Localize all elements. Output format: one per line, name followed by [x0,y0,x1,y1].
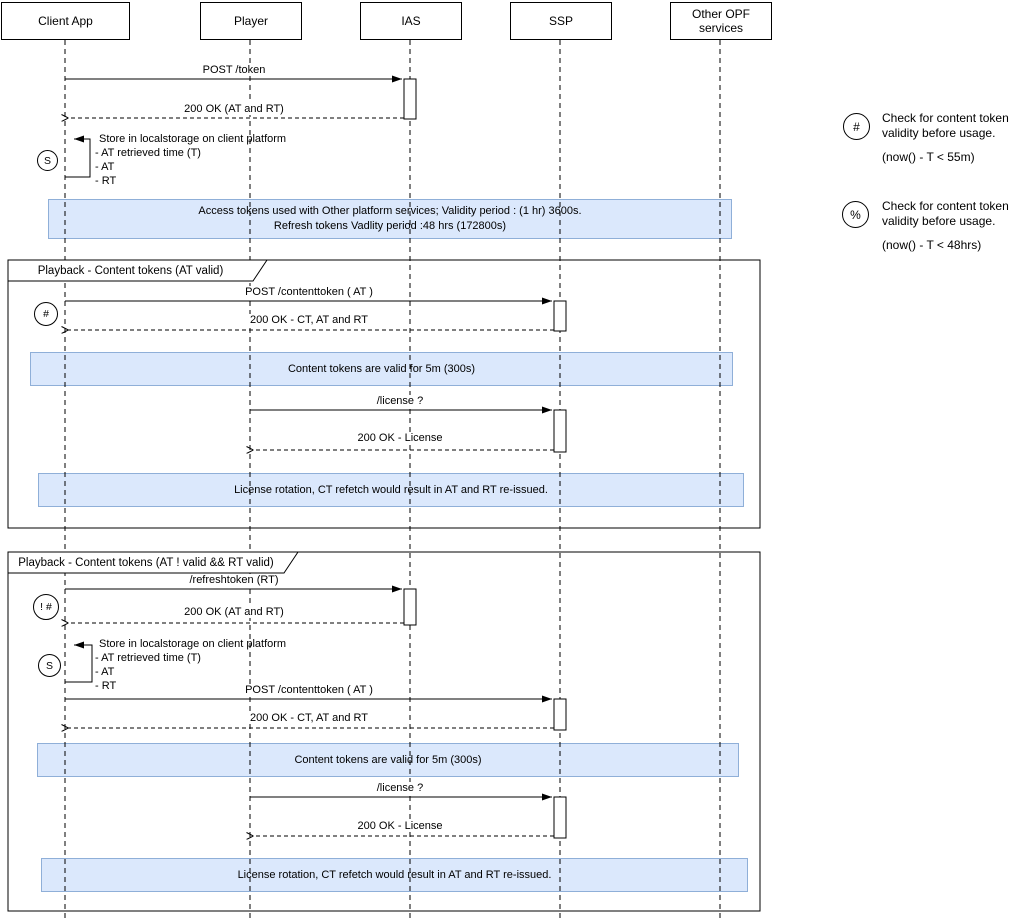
actor-label: Client App [38,14,93,28]
actor-ssp: SSP [510,2,612,40]
frame2-title: Playback - Content tokens (AT ! valid &&… [18,556,274,569]
note-line: License rotation, CT refetch would resul… [237,868,552,881]
actor-player: Player [200,2,302,40]
actor-label: IAS [401,14,421,28]
note-line: Access tokens used with Other platform s… [198,205,582,217]
store-note-item: - AT [95,666,115,678]
msg-ok-ct-1: 200 OK - CT, AT and RT [248,314,370,326]
legend-formula-1: (now() - T < 55m) [882,150,975,164]
store-note-title-2: Store in localstorage on client platform [99,638,287,650]
msg-post-token: POST /token [200,64,268,76]
legend-hash-icon: # [843,113,870,140]
msg-license-resp-2: 200 OK - License [355,820,445,832]
guard-hash-icon: # [34,302,58,326]
note-ct-valid-frame2: Content tokens are valid for 5m (300s) [37,743,739,777]
store-note-item: - AT retrieved time (T) [95,147,201,159]
store-note-item: - RT [95,680,117,692]
actor-label: SSP [548,14,573,28]
note-line: License rotation, CT refetch would resul… [234,483,548,496]
msg-ok-at-rt: 200 OK (AT and RT) [182,103,286,115]
legend-formula-2: (now() - T < 48hrs) [882,238,982,252]
guard-store-icon-2: S [38,654,61,677]
actor-client-app: Client App [1,2,130,40]
msg-refreshtoken: /refreshtoken (RT) [187,574,281,586]
msg-license-resp-1: 200 OK - License [355,432,445,444]
legend-percent-icon: % [842,201,869,228]
store-note-title-1: Store in localstorage on client platform [99,133,287,145]
legend-text-2: Check for content token validity before … [882,199,1009,228]
msg-ok-ct-2: 200 OK - CT, AT and RT [248,712,370,724]
actor-label: Player [233,14,268,28]
store-note-item: - RT [95,175,117,187]
activation-bars [403,78,567,839]
note-license-rotation-frame1: License rotation, CT refetch would resul… [38,473,744,507]
legend-text-1: Check for content token validity before … [882,111,1009,140]
store-note-item: - AT [95,161,115,173]
actor-ias: IAS [360,2,462,40]
actor-label: Other OPF services [691,7,750,35]
msg-license-req-2: /license ? [374,782,426,794]
actor-other-opf: Other OPF services [670,2,772,40]
guard-store-icon-1: S [37,150,58,171]
msg-post-contenttoken-2: POST /contenttoken ( AT ) [243,684,375,696]
note-license-rotation-frame2: License rotation, CT refetch would resul… [41,858,748,892]
note-line: Content tokens are valid for 5m (300s) [287,362,476,375]
frame1-title: Playback - Content tokens (AT valid) [37,264,224,277]
msg-ok-at-rt-2: 200 OK (AT and RT) [182,606,286,618]
note-ct-valid-frame1: Content tokens are valid for 5m (300s) [30,352,733,386]
guard-not-hash-icon: ! # [33,594,59,620]
note-line: Refresh tokens Vadlity period :48 hrs (1… [273,220,507,232]
msg-license-req-1: /license ? [374,395,426,407]
msg-post-contenttoken-1: POST /contenttoken ( AT ) [243,286,375,298]
note-access-tokens: Access tokens used with Other platform s… [48,199,732,239]
store-note-item: - AT retrieved time (T) [95,652,201,664]
note-line: Content tokens are valid for 5m (300s) [294,753,482,766]
